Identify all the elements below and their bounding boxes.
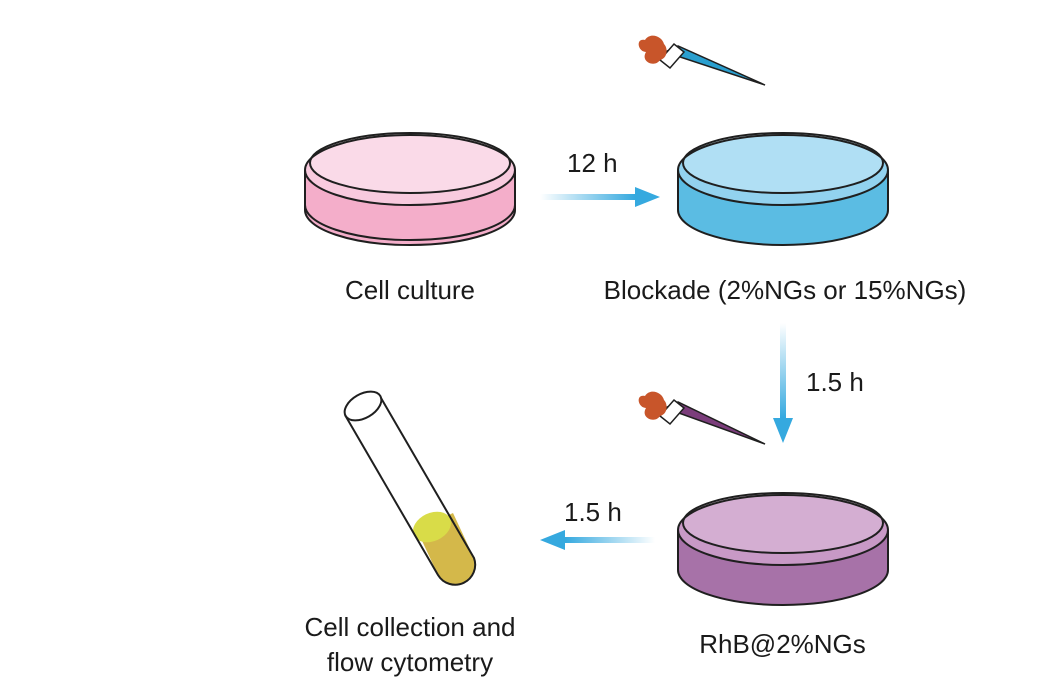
arrow-culture-to-blockade: [540, 187, 660, 207]
test-tube-icon: [343, 390, 477, 586]
blue-petri-dish: [677, 132, 889, 246]
dropper-blue-icon: [638, 35, 766, 86]
step-label-rhb: RhB@2%NGs: [699, 629, 866, 659]
arrow-rhb-to-collection: [540, 530, 655, 550]
arrow-label-first: 12 h: [567, 148, 618, 178]
step-label-collection-line2: flow cytometry: [326, 647, 494, 677]
step-label-collection-line1: Cell collection and: [304, 612, 516, 642]
pink-petri-dish: [304, 132, 516, 246]
arrow-label-second: 1.5 h: [806, 367, 864, 397]
step-label-blockade: Blockade (2%NGs or 15%NGs): [603, 275, 967, 305]
arrow-label-third: 1.5 h: [564, 497, 622, 527]
step-label-cell-culture: Cell culture: [344, 275, 476, 305]
arrow-blockade-to-rhb: [773, 323, 793, 443]
dropper-purple-icon: [638, 391, 766, 445]
purple-petri-dish: [677, 492, 889, 606]
